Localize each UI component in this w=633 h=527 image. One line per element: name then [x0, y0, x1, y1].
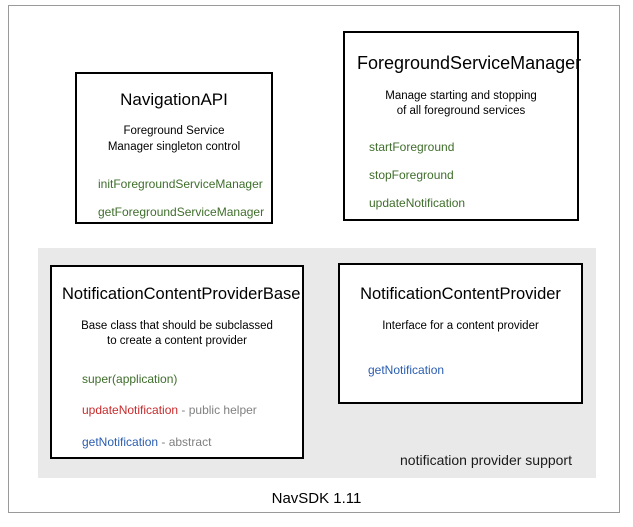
member-name: getNotification: [82, 434, 159, 449]
class-description-notification-content-provider-base: Base class that should be subclassed to …: [62, 319, 292, 350]
class-box-notification-content-provider-base[interactable]: NotificationContentProviderBase Base cla…: [50, 265, 304, 459]
description-line: Base class that should be subclassed: [81, 319, 273, 332]
description-line: Manage starting and stopping: [385, 89, 537, 102]
member-item[interactable]: getNotification - abstract: [82, 435, 292, 449]
group-caption: notification provider support: [400, 452, 572, 468]
class-box-notification-content-provider[interactable]: NotificationContentProvider Interface fo…: [338, 263, 583, 404]
member-name: initForegroundServiceManager: [98, 177, 263, 192]
member-item[interactable]: updateNotification: [369, 196, 565, 210]
member-list-notification-content-provider-base: super(application) updateNotification - …: [62, 372, 292, 449]
description-line: Foreground Service: [123, 125, 225, 138]
description-line: Interface for a content provider: [382, 319, 539, 332]
class-title-foreground-service-manager: ForegroundServiceManager: [357, 53, 582, 73]
member-note: - public helper: [178, 403, 257, 418]
class-title-notification-content-provider-base: NotificationContentProviderBase: [62, 285, 301, 303]
description-line: of all foreground services: [396, 105, 526, 118]
member-item[interactable]: updateNotification - public helper: [82, 403, 292, 417]
member-item[interactable]: initForegroundServiceManager: [98, 177, 263, 191]
member-list-foreground-service-manager: startForeground stopForeground updateNot…: [357, 140, 565, 211]
member-name: stopForeground: [369, 168, 454, 183]
member-note: - abstract: [158, 434, 212, 449]
description-line: to create a content provider: [107, 335, 247, 348]
class-description-foreground-service-manager: Manage starting and stopping of all fore…: [357, 89, 565, 120]
class-title-notification-content-provider: NotificationContentProvider: [360, 285, 561, 303]
member-name: getNotification: [368, 363, 445, 378]
member-item[interactable]: stopForeground: [369, 168, 565, 182]
class-title-navigation-api: NavigationAPI: [120, 90, 228, 109]
class-description-navigation-api: Foreground Service Manager singleton con…: [89, 124, 259, 155]
diagram-footer-label: NavSDK 1.11: [271, 490, 362, 507]
member-name: updateNotification: [82, 403, 179, 418]
member-name: updateNotification: [369, 196, 466, 211]
class-description-notification-content-provider: Interface for a content provider: [350, 319, 571, 335]
class-box-navigation-api[interactable]: NavigationAPI Foreground Service Manager…: [75, 72, 273, 224]
member-name: super(application): [82, 371, 178, 386]
member-item[interactable]: startForeground: [369, 140, 565, 154]
member-list-notification-content-provider: getNotification: [350, 363, 571, 377]
member-item[interactable]: getNotification: [368, 363, 571, 377]
outer-frame: [8, 5, 620, 513]
description-line: Manager singleton control: [107, 140, 241, 153]
member-list-navigation-api: initForegroundServiceManager getForegrou…: [89, 177, 264, 219]
class-box-foreground-service-manager[interactable]: ForegroundServiceManager Manage starting…: [343, 31, 582, 221]
member-item[interactable]: super(application): [82, 372, 292, 386]
member-name: getForegroundServiceManager: [98, 204, 265, 219]
member-item[interactable]: getForegroundServiceManager: [98, 205, 264, 219]
member-name: startForeground: [369, 139, 455, 154]
